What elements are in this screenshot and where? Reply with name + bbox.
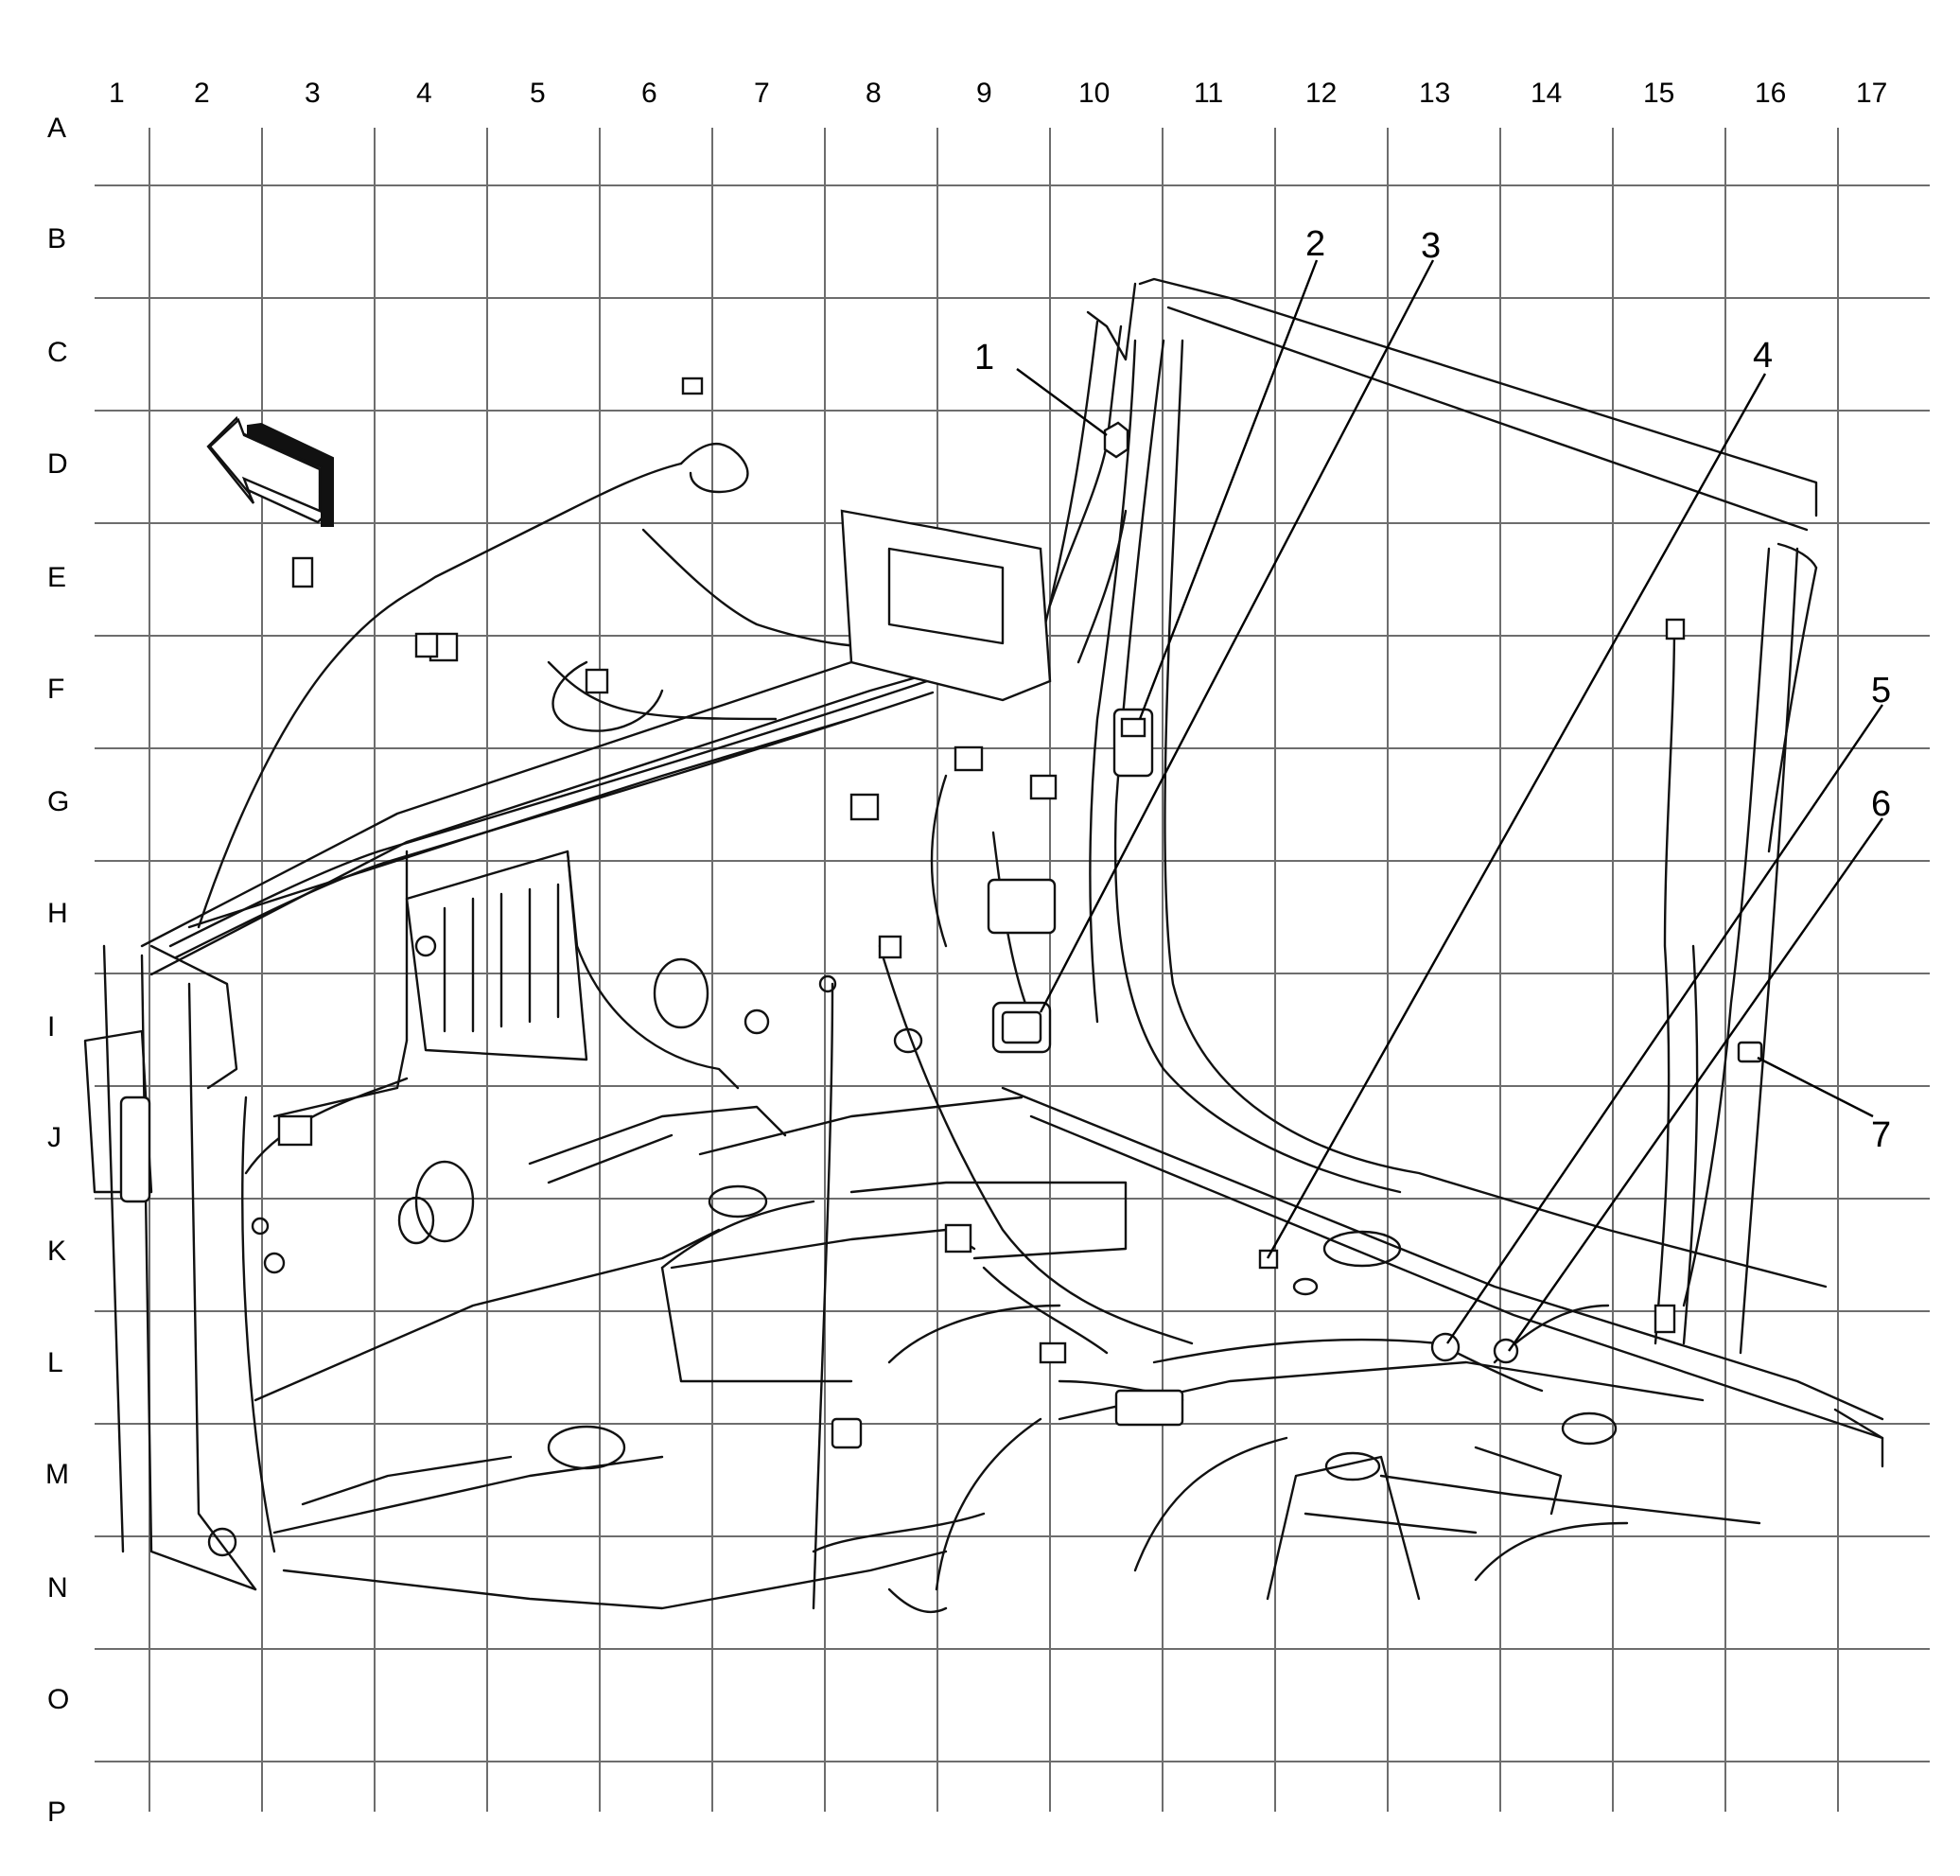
- connector-5: [1430, 1332, 1461, 1362]
- callout-label-4: 4: [1753, 336, 1773, 376]
- wiring-harness: [168, 324, 1699, 1614]
- callout-leaders: [1016, 259, 1883, 1352]
- vehicle-body-outline: [83, 277, 1884, 1610]
- row-label: M: [45, 1459, 69, 1490]
- column-label: 7: [754, 78, 770, 109]
- callout-label-1: 1: [974, 338, 994, 377]
- callout-label-2: 2: [1305, 224, 1325, 264]
- row-label: O: [47, 1684, 69, 1715]
- reference-grid: [95, 128, 1930, 1812]
- row-label: N: [47, 1572, 68, 1604]
- column-label: 15: [1643, 78, 1674, 109]
- row-label: A: [47, 113, 66, 144]
- row-label: I: [47, 1011, 55, 1043]
- callout-labels: 1 2 3 4 5 6 7: [974, 224, 1891, 1155]
- connector-7: [1737, 1041, 1763, 1063]
- column-label: 17: [1856, 78, 1887, 109]
- column-label: 3: [305, 78, 321, 109]
- column-label: 5: [530, 78, 546, 109]
- column-label: 16: [1755, 78, 1786, 109]
- column-label: 8: [866, 78, 882, 109]
- callout-label-6: 6: [1871, 784, 1891, 824]
- row-label: K: [47, 1236, 66, 1267]
- callout-label-7: 7: [1871, 1115, 1891, 1155]
- row-label: D: [47, 448, 68, 480]
- row-label: H: [47, 898, 68, 929]
- column-label: 10: [1078, 78, 1110, 109]
- column-label: 14: [1531, 78, 1562, 109]
- direction-arrow-icon: [206, 415, 334, 527]
- row-label: E: [47, 562, 66, 593]
- column-label: 2: [194, 78, 210, 109]
- row-label: C: [47, 337, 68, 368]
- column-label: 12: [1305, 78, 1337, 109]
- column-label: 1: [109, 78, 125, 109]
- row-label: P: [47, 1797, 66, 1828]
- column-label: 4: [416, 78, 432, 109]
- connector-4: [1258, 1249, 1279, 1270]
- row-label: G: [47, 786, 69, 817]
- column-label: 11: [1194, 78, 1223, 109]
- callout-label-5: 5: [1871, 671, 1891, 710]
- column-labels: 1 2 3 4 5 6 7 8 9 10 11 12 13 14 15 16 1…: [109, 78, 1887, 109]
- row-labels: A B C D E F G H I J K L M N O P: [45, 113, 69, 1828]
- components: [119, 377, 1763, 1449]
- column-label: 9: [976, 78, 992, 109]
- row-label: F: [47, 674, 64, 705]
- callout-label-3: 3: [1421, 226, 1441, 266]
- row-label: L: [47, 1347, 63, 1378]
- column-label: 6: [641, 78, 657, 109]
- connector-1: [1103, 421, 1129, 459]
- row-label: B: [47, 223, 66, 254]
- row-label: J: [47, 1122, 61, 1153]
- column-label: 13: [1419, 78, 1450, 109]
